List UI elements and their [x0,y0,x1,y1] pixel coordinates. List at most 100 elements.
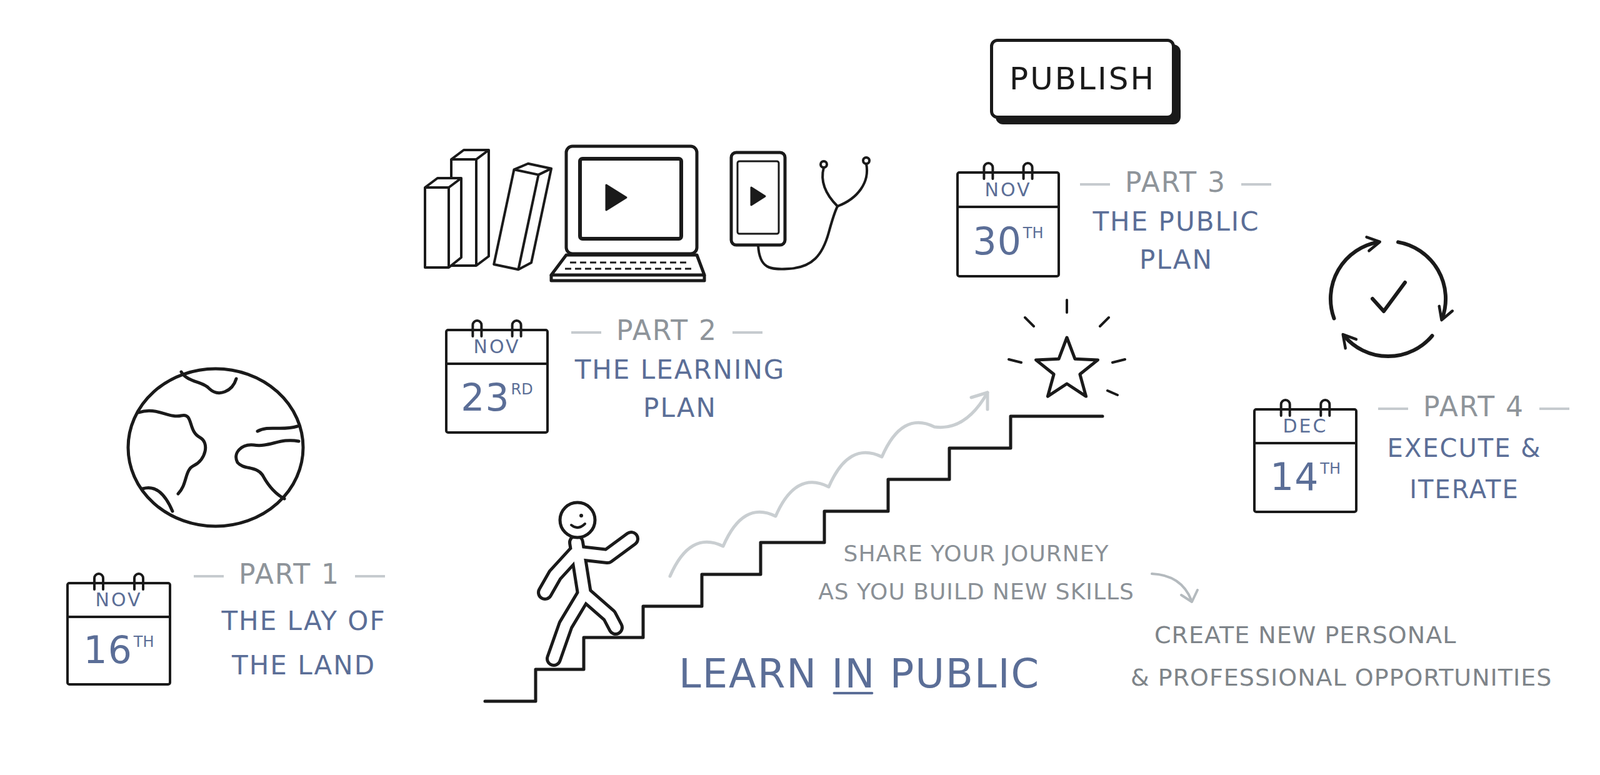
day-suffix: RD [511,381,534,397]
wrap-spacer [573,351,575,352]
calendar-ring [1320,400,1330,416]
calendar-day: 23 [460,378,510,417]
pointer-line [1151,573,1192,600]
calendar-ring [134,573,144,590]
calendar-day: 14 [1270,458,1319,496]
book [493,161,552,272]
figure-arm [580,538,632,557]
calendar-month: NOV [68,584,169,619]
earphone-tip [820,161,827,168]
earphone-cable [837,163,867,207]
continent-line [142,487,173,512]
figure-leg [553,593,585,659]
keyboard-keys [565,262,693,269]
check-mark [1372,282,1405,312]
book-edge [493,161,552,272]
calendar-ring [512,320,522,337]
figure-fill [545,538,632,659]
wrap-spacer [816,534,843,535]
progress-head [971,392,988,410]
figure-outline [545,538,632,659]
diagram-title: LEARN IN PUBLIC [678,650,1040,699]
section-title: EXECUTE & ITERATE [1385,427,1544,510]
books-icon [425,150,552,272]
part-label: PART 4 [1378,390,1570,424]
tablet-screen [737,161,779,234]
note-text: CREATE NEW PERSONAL & PROFESSIONAL OPPOR… [1130,613,1557,700]
note-text: SHARE YOUR JOURNEY AS YOU BUILD NEW SKIL… [816,534,1137,611]
play-symbol [606,185,627,210]
cycle-arrow [1330,241,1379,319]
wrap-spacer [786,351,788,352]
calendar-day: 16 [83,631,132,669]
part-label: PART 1 [193,558,385,592]
figure-arm [580,538,632,557]
continent-line [181,371,237,394]
calendar-icon: DEC14TH [1253,408,1358,514]
figure-leg [553,593,585,659]
calendar-ring [472,320,482,337]
wrap-spacer [219,598,221,600]
section-title: THE LAY OF THE LAND [219,598,389,689]
earphone-cable [822,167,838,207]
figure-smile [571,523,585,528]
calendar-day-row: 14TH [1255,444,1355,511]
day-suffix: TH [1320,461,1341,477]
part-label: PART 2 [571,314,763,348]
laptop-keyboard [551,255,705,275]
cycle-icon [1330,241,1446,357]
cycle-arrow [1344,335,1433,357]
tablet-icon [731,152,870,270]
figure-arm [545,553,575,593]
day-suffix: TH [133,634,155,650]
earphone-tip [863,157,870,164]
part-label: PART 3 [1080,166,1272,200]
climbing-figure [545,502,632,659]
figure-leg [584,593,616,628]
calendar-month: DEC [1255,410,1355,445]
calendar-ring [1281,400,1290,416]
box-label: PUBLISH [1009,61,1156,97]
calendar-ring [983,163,993,179]
laptop-icon [551,146,705,281]
figure-leg [584,593,616,628]
laptop-lid [566,146,697,254]
calendar-rings [958,162,1058,182]
pointer-arrow [1151,573,1198,602]
figure-arm [545,553,575,593]
wrap-spacer [1458,613,1557,615]
laptop-base [551,275,705,281]
wrap-spacer [1110,534,1137,535]
figure-head [560,502,595,538]
wrap-spacer [1261,203,1263,204]
calendar-day: 30 [972,222,1022,260]
book-body [425,178,462,268]
calendar-day-row: 30TH [958,208,1058,275]
globe-outline [128,368,304,527]
calendar-icon: NOV 16TH [66,581,172,686]
section-title: THE LEARNING PLAN [573,351,788,428]
calendar-month: NOV [958,173,1058,209]
wrap-spacer [1542,427,1544,429]
star-icon [1008,300,1125,397]
cycle-arrow [1398,241,1446,319]
book-body [493,161,552,272]
calendar-ring [94,573,104,590]
star-sparkles [1008,300,1125,395]
wrap-spacer [1385,427,1387,429]
calendar-icon: NOV30TH [956,171,1060,278]
laptop-screen [580,158,682,239]
calendar-day-row: 23RD [447,365,547,432]
earphone-cable [758,206,838,270]
globe-icon [128,368,304,527]
publish-box: PUBLISH [990,38,1175,119]
wrap-spacer [1130,613,1155,615]
figure-eye [579,513,584,518]
calendar-ring [1023,163,1033,179]
book-edge [425,178,462,268]
play-symbol [751,187,765,205]
book [425,178,462,268]
section-title: THE PUBLIC PLAN [1090,203,1262,280]
tablet-body [731,152,785,245]
